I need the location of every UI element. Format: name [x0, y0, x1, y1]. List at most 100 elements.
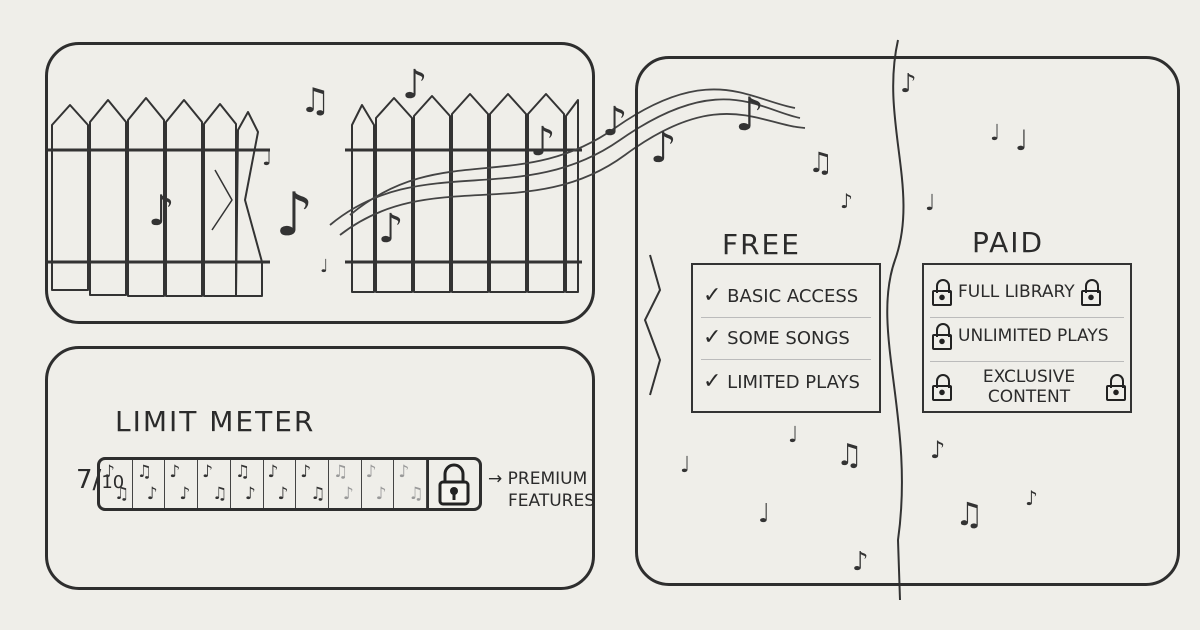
meter-cell: ♫♪	[133, 460, 166, 508]
divider	[930, 317, 1124, 318]
free-item-label: SOME SONGS	[727, 328, 850, 349]
paid-heading: PAID	[972, 226, 1045, 259]
meter-cell: ♪♫	[198, 460, 231, 508]
divider	[701, 359, 871, 360]
label-line: CONTENT	[987, 387, 1071, 407]
meter-cell: ♫♪	[329, 460, 362, 508]
paid-item-label: FULL LIBRARY	[958, 282, 1075, 302]
checkmark-icon: ✓	[703, 325, 722, 350]
music-note-icon: ♩	[925, 191, 935, 216]
music-note-icon: ♪	[900, 69, 917, 99]
music-note-icon: ♪	[146, 484, 158, 504]
label-line: EXCLUSIVE	[982, 367, 1076, 387]
fraction-slash: /	[92, 465, 102, 495]
music-note-icon: ♪	[378, 206, 404, 252]
music-note-icon: ♩	[758, 499, 770, 529]
arrow-icon: →	[488, 469, 503, 489]
meter-cell: ♪♫	[394, 460, 428, 508]
fence-panel	[45, 42, 595, 324]
torn-edge	[643, 254, 662, 396]
meter-cell: ♪♪	[165, 460, 199, 508]
padlock-icon	[932, 279, 952, 306]
music-note-icon: ♩	[680, 453, 690, 478]
meter-cell: ♪♪	[362, 460, 395, 508]
music-note-icon: ♪	[602, 99, 628, 145]
padlock-icon	[427, 460, 479, 508]
music-note-icon: ♫	[332, 462, 349, 482]
paid-list: FULL LIBRARY UNLIMITED PLAYS EXCLUSIVE C…	[922, 263, 1132, 413]
meter-cell: ♪♫	[296, 460, 329, 508]
paid-item: UNLIMITED PLAYS	[932, 323, 1109, 350]
music-note-icon: ♪	[402, 62, 428, 108]
checkmark-icon: ✓	[703, 283, 722, 308]
limit-meter-title: LIMIT METER	[115, 405, 316, 438]
music-note-icon: ♫	[955, 495, 984, 533]
music-note-icon: ♪	[398, 462, 410, 482]
music-note-icon: ♪	[530, 119, 556, 165]
meter-count-value: 7	[76, 465, 93, 495]
padlock-icon	[1080, 279, 1101, 306]
music-ribbon	[329, 88, 806, 236]
music-note-icon: ♪	[930, 436, 945, 464]
music-note-icon: ♪	[840, 189, 853, 213]
meter-cell: ♪♪	[264, 460, 297, 508]
scattered-notes: ♪ ♩ ♩ ♩ ♩ ♫ ♩ ♩ ♪ ♪ ♫ ♪	[680, 69, 1038, 577]
music-note-icon: ♫	[408, 484, 424, 504]
music-note-icon: ♪	[104, 462, 115, 482]
meter-cell: ♫♪	[231, 460, 264, 508]
music-note-icon: ♩	[1015, 124, 1028, 157]
music-note-icon: ♫	[300, 81, 330, 121]
music-note-icon: ♪	[852, 547, 869, 577]
divider	[930, 361, 1124, 362]
music-note-icon: ♪	[342, 484, 354, 504]
premium-features-target: → PREMIUM FEATURES	[488, 468, 595, 512]
music-note-icon: ♫	[212, 484, 228, 504]
music-note-icon: ♫	[234, 462, 251, 482]
music-note-icon: ♪	[365, 462, 377, 482]
music-note-icon: ♪	[300, 462, 312, 482]
checkmark-icon: ✓	[703, 369, 722, 394]
free-heading: FREE	[722, 228, 801, 261]
music-note-icon: ♫	[836, 438, 863, 473]
music-note-icon: ♩	[990, 121, 1000, 146]
paid-item: FULL LIBRARY	[932, 279, 1101, 306]
paid-item-label: UNLIMITED PLAYS	[958, 326, 1109, 346]
music-note-icon: ♩	[320, 256, 329, 277]
music-note-icon: ♫	[808, 146, 833, 179]
picket-fence-right	[345, 93, 582, 293]
free-vs-paid-panel	[635, 56, 1180, 586]
padlock-icon	[932, 374, 952, 401]
music-note-icon: ♪	[148, 186, 175, 235]
paid-item: EXCLUSIVE CONTENT	[932, 367, 1126, 407]
music-note-icon: ♪	[735, 87, 764, 141]
padlock-icon	[1106, 374, 1126, 401]
free-item-label: LIMITED PLAYS	[727, 372, 860, 393]
music-note-icon: ♪	[275, 180, 313, 250]
limit-meter-bar: ♪♫♫♪♪♪♪♫♫♪♪♪♪♫♫♪♪♪♪♫	[97, 457, 482, 511]
music-note-icon: ♪	[169, 462, 181, 482]
music-note-icon: ♪	[650, 123, 677, 172]
free-item: ✓ SOME SONGS	[703, 325, 850, 350]
music-note-icon: ♫	[310, 484, 326, 504]
limit-meter-panel	[45, 346, 595, 590]
divider	[701, 317, 871, 318]
features-label: FEATURES	[508, 491, 596, 511]
music-note-icon: ♪	[267, 462, 279, 482]
free-paid-divider	[886, 39, 905, 601]
premium-label: PREMIUM	[507, 469, 588, 489]
music-note-icon: ♪	[179, 484, 191, 504]
music-note-icon: ♪	[375, 484, 387, 504]
paid-item-label: EXCLUSIVE CONTENT	[958, 367, 1100, 407]
music-note-icon: ♪	[1025, 486, 1038, 510]
free-item: ✓ BASIC ACCESS	[703, 283, 858, 308]
free-list: ✓ BASIC ACCESS ✓ SOME SONGS ✓ LIMITED PL…	[691, 263, 881, 413]
music-note-icon: ♪	[202, 462, 213, 482]
floating-notes: ♪ ♪ ♫ ♪ ♪ ♪ ♪ ♪ ♪ ♩ ♩ ♫ ♪	[148, 62, 853, 277]
music-note-icon: ♪	[277, 484, 289, 504]
meter-cell: ♪♫	[100, 460, 133, 508]
meter-count-total: 10	[101, 472, 125, 493]
music-note-icon: ♪	[244, 484, 256, 504]
meter-count: 7/10	[76, 465, 124, 495]
